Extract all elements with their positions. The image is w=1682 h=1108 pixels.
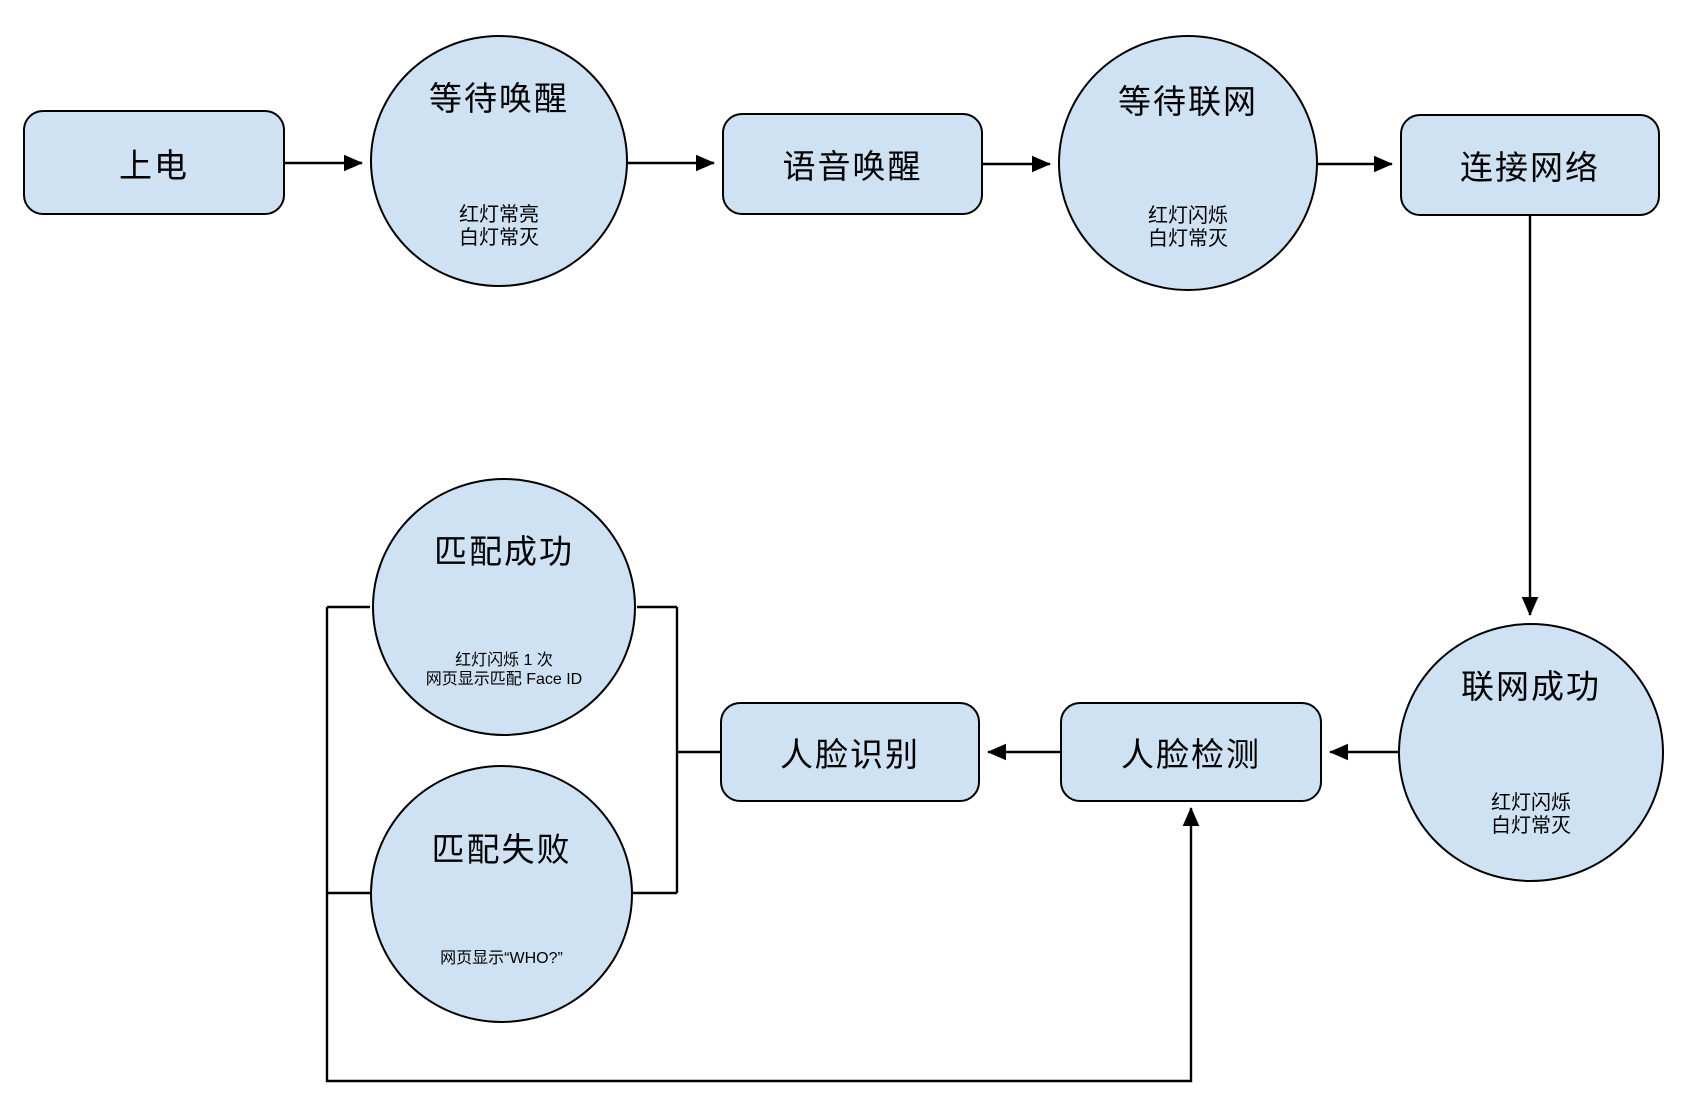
node-voice-wake: 语音唤醒: [722, 113, 983, 215]
node-face-detect: 人脸检测: [1060, 702, 1322, 802]
edge-loopback-to-face-detect: [325, 607, 1200, 1083]
node-wait-wake: 等待唤醒 红灯常亮 白灯常灭: [370, 35, 628, 287]
node-network-success-subtext: 红灯闪烁 白灯常灭: [1400, 792, 1662, 838]
node-wait-wake-subtext: 红灯常亮 白灯常灭: [372, 204, 626, 250]
node-match-success-sub1: 红灯闪烁 1 次: [455, 652, 553, 669]
node-power-on: 上电: [23, 110, 285, 215]
node-match-success-sub2: 网页显示匹配 Face ID: [425, 671, 583, 688]
node-wait-network-title: 等待联网: [1118, 83, 1258, 120]
node-power-on-label: 上电: [119, 146, 189, 184]
node-face-detect-label: 人脸检测: [1121, 736, 1261, 773]
node-network-success-sub2: 白灯常灭: [1491, 815, 1571, 837]
node-match-success-subtext: 红灯闪烁 1 次 网页显示匹配 Face ID: [374, 651, 634, 689]
node-network-success-sub1: 红灯闪烁: [1491, 792, 1571, 814]
node-face-recognize: 人脸识别: [720, 702, 980, 802]
node-voice-wake-label: 语音唤醒: [782, 148, 923, 185]
node-wait-network-subtext: 红灯闪烁 白灯常灭: [1060, 205, 1316, 251]
node-connect-network-label: 连接网络: [1460, 149, 1600, 186]
node-wait-wake-title: 等待唤醒: [429, 80, 569, 117]
node-face-recognize-label: 人脸识别: [780, 736, 920, 773]
node-match-fail-title: 匹配失败: [431, 831, 572, 868]
node-connect-network: 连接网络: [1400, 114, 1660, 216]
node-wait-network-sub2: 白灯常灭: [1148, 228, 1228, 250]
node-network-success: 联网成功 红灯闪烁 白灯常灭: [1398, 623, 1664, 882]
node-network-success-title: 联网成功: [1461, 668, 1601, 705]
node-wait-wake-sub2: 白灯常灭: [459, 227, 539, 249]
node-match-success: 匹配成功 红灯闪烁 1 次 网页显示匹配 Face ID: [372, 478, 636, 736]
node-wait-network: 等待联网 红灯闪烁 白灯常灭: [1058, 35, 1318, 291]
node-match-fail: 匹配失败 网页显示“WHO?”: [370, 765, 633, 1023]
node-match-fail-subtext: 网页显示“WHO?”: [372, 949, 631, 968]
node-wait-wake-sub1: 红灯常亮: [459, 204, 539, 226]
node-wait-network-sub1: 红灯闪烁: [1148, 205, 1228, 227]
node-match-success-title: 匹配成功: [434, 533, 574, 570]
node-match-fail-sub1: 网页显示“WHO?”: [440, 950, 563, 967]
